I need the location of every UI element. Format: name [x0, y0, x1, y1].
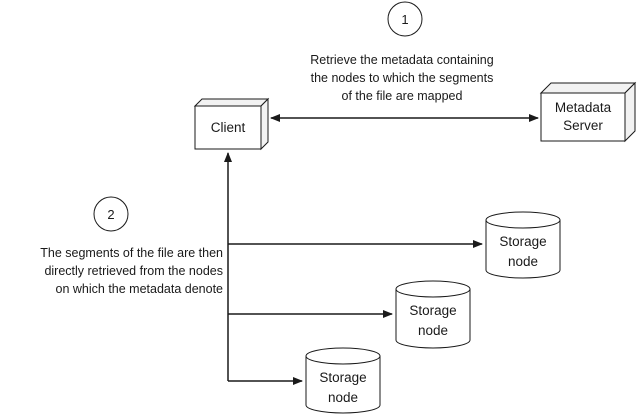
storage-node-1-label-line-1: Storage [499, 234, 546, 249]
client-label: Client [211, 120, 246, 135]
step-1-line-2: the nodes to which the segments [311, 71, 494, 85]
client-box: Client [193, 97, 270, 151]
step-2-line-2: directly retrieved from the nodes [44, 264, 223, 278]
step-1-number: 1 [401, 12, 408, 27]
step-2-line-3: on which the metadata denote [56, 282, 224, 296]
step-2-line-1: The segments of the file are then [40, 246, 223, 260]
storage-node-2-label-line-2: node [418, 323, 448, 338]
step-1-line-3: of the file are mapped [342, 89, 463, 103]
step-2-marker: 2 [93, 196, 129, 232]
metadata-server-label-line-2: Server [563, 118, 603, 133]
step-2-number: 2 [107, 207, 114, 222]
storage-node-1-label-line-2: node [508, 254, 538, 269]
storage-node-3-label-line-2: node [328, 390, 358, 405]
storage-node-2-label-line-1: Storage [409, 303, 456, 318]
metadata-server-label-line-1: Metadata [555, 100, 612, 115]
step-1-marker: 1 [387, 1, 423, 37]
step-2-description: The segments of the file are then direct… [40, 246, 223, 296]
metadata-server-box: Metadata Server [539, 81, 637, 143]
step-1-line-1: Retrieve the metadata containing [310, 53, 493, 67]
storage-node-3: Storage node [305, 347, 381, 414]
storage-node-3-label-line-1: Storage [319, 370, 366, 385]
storage-node-2: Storage node [395, 280, 471, 349]
step-1-description: Retrieve the metadata containing the nod… [310, 53, 493, 103]
storage-node-1: Storage node [485, 211, 561, 279]
